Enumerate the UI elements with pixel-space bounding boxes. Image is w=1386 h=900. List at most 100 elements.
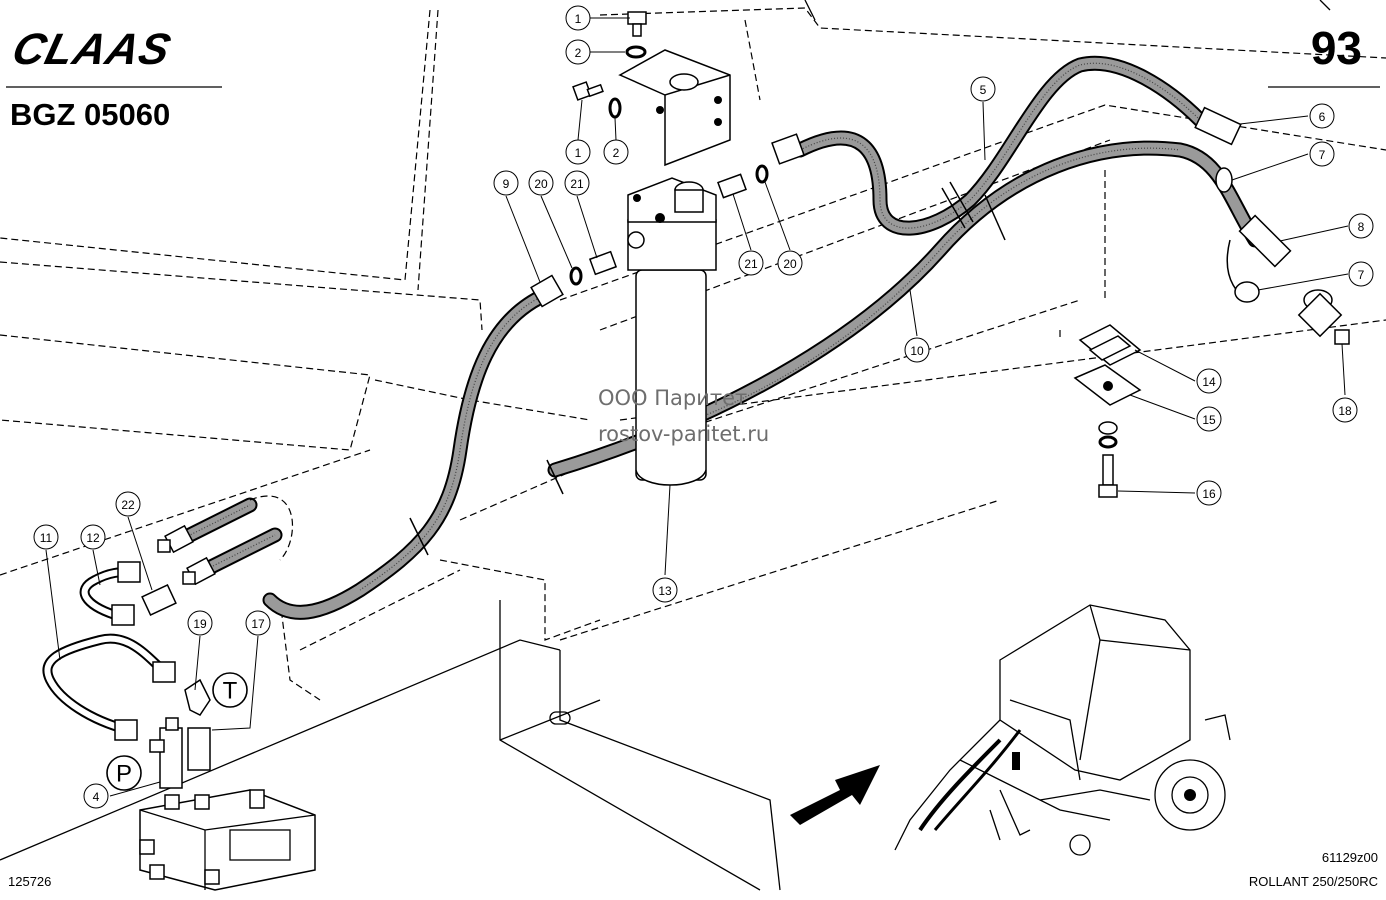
coupling-8[interactable]	[1238, 214, 1292, 268]
control-valve-block	[139, 789, 316, 891]
watermark: ООО Паритет rostov-paritet.ru	[598, 386, 769, 446]
callout-text: 11	[40, 531, 53, 545]
callout-text: 4	[93, 790, 100, 804]
callout-text: 13	[658, 584, 672, 598]
fitting-21-left[interactable]	[588, 250, 618, 276]
callout-19[interactable]: 19	[187, 610, 213, 636]
fitting-6[interactable]	[1194, 106, 1242, 146]
callout-text: 1	[575, 146, 582, 160]
filter-bracket[interactable]	[618, 49, 731, 167]
figure-code: 61129z00	[1322, 850, 1378, 865]
callout-text: 8	[1358, 220, 1365, 234]
callout-4[interactable]: 4	[83, 783, 109, 809]
watermark-company: ООО Паритет	[598, 386, 747, 410]
callout-1-top[interactable]: 1	[565, 5, 591, 31]
callout-text: 17	[251, 617, 265, 631]
pressure-filter-13[interactable]	[627, 177, 717, 486]
hose-5[interactable]	[771, 55, 1208, 236]
washer-2-mid[interactable]	[608, 97, 622, 119]
drawing-id: 125726	[8, 874, 51, 889]
port-tank-marker: T	[212, 672, 248, 708]
callout-text: 5	[980, 83, 987, 97]
bolt-1-top[interactable]	[627, 11, 647, 37]
callout-text: 9	[503, 177, 510, 191]
clamp-7-bottom[interactable]	[1226, 239, 1260, 303]
callout-17[interactable]: 17	[245, 610, 271, 636]
seal-20-left[interactable]	[569, 266, 583, 286]
dust-cap-18[interactable]	[1297, 289, 1350, 345]
brand-logo: CLAAS	[8, 26, 177, 74]
bolt-1-mid[interactable]	[572, 81, 604, 101]
bolt-16[interactable]	[1098, 421, 1118, 498]
callout-11[interactable]: 11	[33, 524, 59, 550]
callout-18[interactable]: 18	[1332, 397, 1358, 423]
callout-text: 19	[193, 617, 207, 631]
watermark-url: rostov-paritet.ru	[598, 422, 769, 446]
port-pressure-marker: P	[106, 755, 142, 791]
elbow-19[interactable]	[184, 678, 211, 716]
model-name: ROLLANT 250/250RC	[1249, 874, 1378, 889]
callout-10[interactable]: 10	[904, 337, 930, 363]
fitting-17[interactable]	[187, 727, 211, 771]
machine-overview-thumbnail	[790, 604, 1231, 856]
seal-20-right[interactable]	[755, 164, 769, 184]
clamp-7-top[interactable]	[1215, 167, 1233, 193]
callout-7-top[interactable]: 7	[1309, 141, 1335, 167]
callout-text: 20	[783, 257, 797, 271]
callout-text: 7	[1358, 268, 1365, 282]
callout-text: 6	[1319, 110, 1326, 124]
callout-1-mid[interactable]: 1	[565, 139, 591, 165]
callout-21-left[interactable]: 21	[564, 170, 590, 196]
callout-9[interactable]: 9	[493, 170, 519, 196]
callout-5[interactable]: 5	[970, 76, 996, 102]
callout-text: 21	[570, 177, 584, 191]
clamp-half-14[interactable]	[1078, 324, 1142, 366]
callout-20-right[interactable]: 20	[777, 250, 803, 276]
callout-2-top[interactable]: 2	[565, 39, 591, 65]
frame-outline	[0, 7, 1386, 701]
pipe-12[interactable]	[79, 561, 141, 626]
callout-8[interactable]: 8	[1348, 213, 1374, 239]
fitting-21-right[interactable]	[717, 173, 747, 199]
callout-12[interactable]: 12	[80, 524, 106, 550]
callout-text: 1	[575, 12, 582, 26]
callout-21-right[interactable]: 21	[738, 250, 764, 276]
tee-fitting-4[interactable]	[149, 717, 183, 789]
port-pressure-label: P	[116, 761, 132, 788]
callout-text: 2	[575, 46, 582, 60]
callout-text: 18	[1338, 404, 1352, 418]
callout-text: 14	[1202, 375, 1216, 389]
callout-text: 12	[86, 531, 100, 545]
page-number: 93	[1311, 22, 1362, 74]
pipe-11[interactable]	[42, 633, 176, 741]
header: CLAAS BGZ 05060 93	[6, 22, 1380, 132]
callout-6[interactable]: 6	[1309, 103, 1335, 129]
callout-20-left[interactable]: 20	[528, 170, 554, 196]
callout-7-bottom[interactable]: 7	[1348, 261, 1374, 287]
group-code: BGZ 05060	[10, 97, 170, 132]
callout-13[interactable]: 13	[652, 577, 678, 603]
callout-text: 22	[121, 498, 135, 512]
union-22[interactable]	[141, 584, 177, 616]
callout-text: 21	[744, 257, 758, 271]
callout-15[interactable]: 15	[1196, 406, 1222, 432]
callout-text: 15	[1202, 413, 1216, 427]
callout-text: 10	[910, 344, 924, 358]
callout-text: 2	[613, 146, 620, 160]
callout-22[interactable]: 22	[115, 491, 141, 517]
port-tank-label: T	[223, 678, 238, 705]
hose-10[interactable]	[546, 140, 1263, 495]
callout-text: 7	[1319, 148, 1326, 162]
hose-lower-left[interactable]	[157, 495, 294, 586]
hose-9[interactable]	[262, 274, 564, 620]
cover-plate-15[interactable]	[1073, 364, 1142, 406]
callout-14[interactable]: 14	[1196, 368, 1222, 394]
washer-2-top[interactable]	[625, 45, 647, 59]
leader-lines	[45, 17, 1349, 797]
footer: 125726 61129z00 ROLLANT 250/250RC	[8, 850, 1378, 889]
callout-text: 20	[534, 177, 548, 191]
callout-2-mid[interactable]: 2	[603, 139, 629, 165]
callout-text: 16	[1202, 487, 1216, 501]
callout-16[interactable]: 16	[1196, 480, 1222, 506]
